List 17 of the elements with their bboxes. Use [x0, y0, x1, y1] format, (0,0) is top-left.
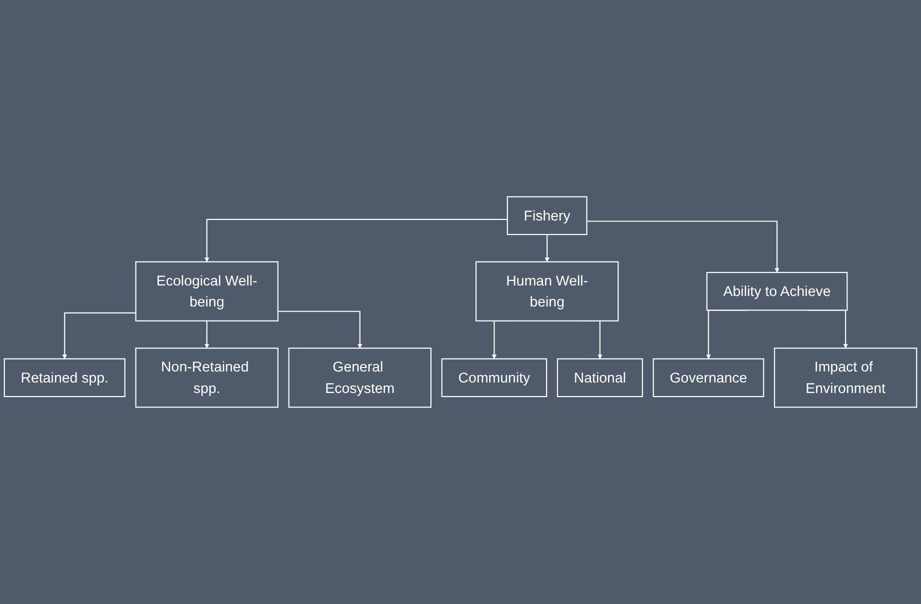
node-box: Governance [652, 358, 764, 398]
node-box: Non-Retained spp. [135, 348, 278, 408]
arrow [204, 320, 210, 348]
node-box: Retained spp. [4, 358, 126, 398]
node-box: General Ecosystem [288, 348, 432, 408]
node-box: Ability to Achieve [706, 272, 848, 311]
node-box: Fishery [506, 196, 588, 236]
arrow [544, 234, 550, 262]
arrow [204, 218, 508, 262]
node-box: Ecological Well-being [135, 261, 278, 322]
arrow [586, 220, 780, 273]
node-box: Human Well-being [475, 261, 619, 322]
arrow [278, 310, 362, 348]
node-box: National [556, 358, 643, 398]
node-box: Community [441, 358, 548, 398]
node-box: Impact of Environment [774, 348, 918, 408]
arrow [62, 312, 136, 360]
